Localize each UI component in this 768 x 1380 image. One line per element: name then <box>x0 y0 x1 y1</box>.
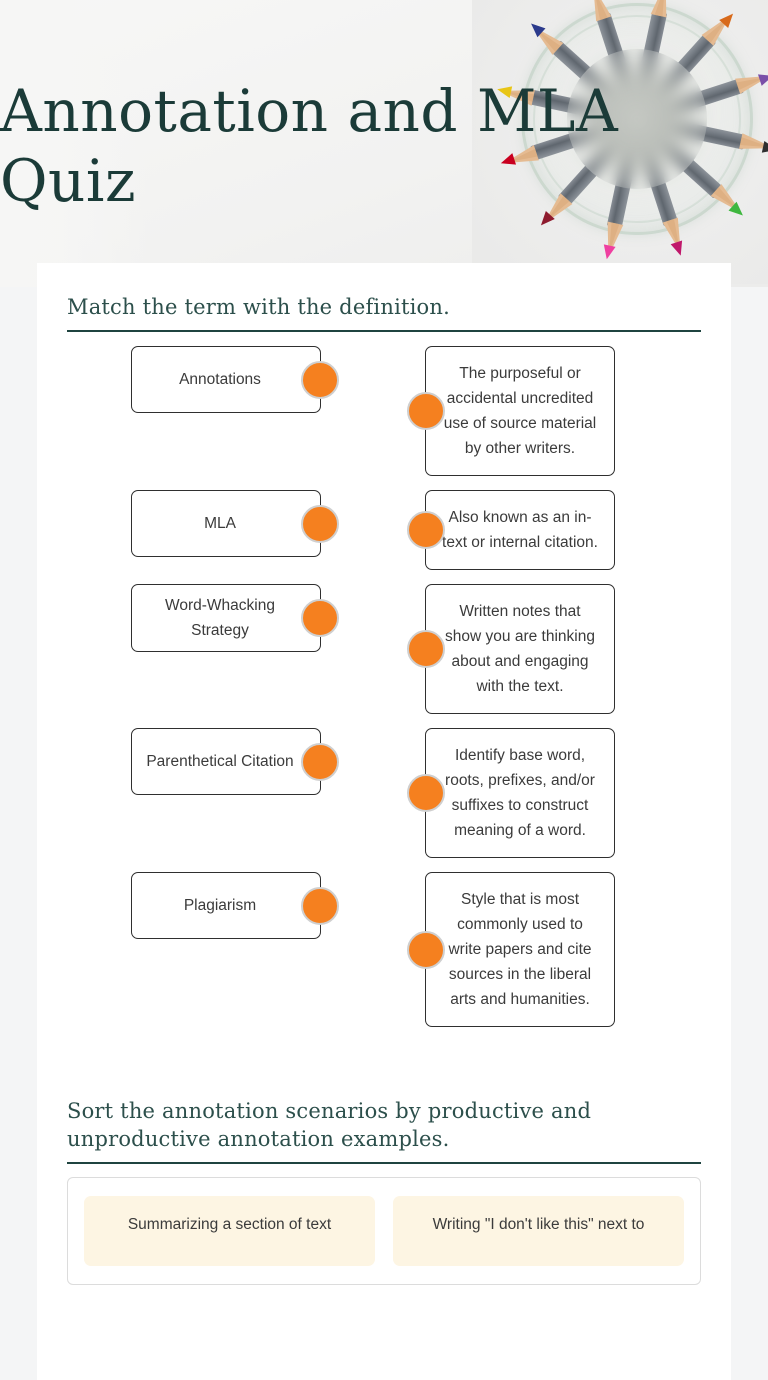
term-label: Word-Whacking Strategy <box>165 597 275 639</box>
term-connector-dot[interactable] <box>301 886 339 925</box>
match-row: Plagiarism Style that is most commonly us… <box>67 872 701 1027</box>
term-column: Annotations <box>67 346 359 413</box>
term-label: Plagiarism <box>183 897 257 914</box>
definition-card[interactable]: The purposeful or accidental uncredited … <box>407 346 615 476</box>
definition-column: Identify base word, roots, prefixes, and… <box>407 728 675 858</box>
definition-connector-dot[interactable] <box>407 930 445 969</box>
definition-text: Style that is most commonly used to writ… <box>448 891 592 1008</box>
term-card[interactable]: Plagiarism <box>131 872 339 939</box>
definition-connector-dot[interactable] <box>407 511 445 549</box>
definition-card[interactable]: Style that is most commonly used to writ… <box>407 872 615 1027</box>
definition-text: Identify base word, roots, prefixes, and… <box>445 747 595 839</box>
term-label: Annotations <box>179 371 261 388</box>
definition-connector-dot[interactable] <box>407 630 445 668</box>
definition-card[interactable]: Also known as an in-text or internal cit… <box>407 490 615 570</box>
term-column: MLA <box>67 490 359 557</box>
term-card[interactable]: MLA <box>131 490 339 557</box>
content-panel: Match the term with the definition. Anno… <box>37 263 731 1380</box>
definition-column: Style that is most commonly used to writ… <box>407 872 675 1027</box>
page-header: Annotation and MLA Quiz <box>0 0 768 287</box>
section-sort: Sort the annotation scenarios by product… <box>67 1041 701 1285</box>
definition-connector-dot[interactable] <box>407 392 445 430</box>
definition-column: Also known as an in-text or internal cit… <box>407 490 675 570</box>
term-connector-dot[interactable] <box>301 360 339 399</box>
match-row: MLA Also known as an in-text or internal … <box>67 490 701 570</box>
section-match: Match the term with the definition. Anno… <box>67 263 701 1027</box>
term-connector-dot[interactable] <box>301 599 339 637</box>
match-pairs-list: Annotations The purposeful or accidental … <box>67 340 701 1027</box>
match-row: Annotations The purposeful or accidental … <box>67 346 701 476</box>
page-title: Annotation and MLA Quiz <box>0 77 619 215</box>
term-card[interactable]: Annotations <box>131 346 339 413</box>
definition-text: The purposeful or accidental uncredited … <box>443 365 597 457</box>
term-card[interactable]: Word-Whacking Strategy <box>131 584 339 652</box>
definition-card[interactable]: Identify base word, roots, prefixes, and… <box>407 728 615 858</box>
sort-section-heading: Sort the annotation scenarios by product… <box>67 1099 592 1151</box>
sort-cards-container: Summarizing a section of text Writing "I … <box>67 1177 701 1285</box>
term-label: MLA <box>204 515 236 532</box>
term-label: Parenthetical Citation <box>146 753 294 770</box>
term-card[interactable]: Parenthetical Citation <box>131 728 339 795</box>
term-connector-dot[interactable] <box>301 742 339 781</box>
definition-text: Written notes that show you are thinking… <box>445 603 595 695</box>
match-row: Word-Whacking Strategy Written notes that… <box>67 584 701 714</box>
definition-column: The purposeful or accidental uncredited … <box>407 346 675 476</box>
definition-text: Also known as an in-text or internal cit… <box>442 509 598 551</box>
term-column: Parenthetical Citation <box>67 728 359 795</box>
sort-card-text: Summarizing a section of text <box>127 1216 332 1233</box>
sort-card-text: Writing "I don't like this" next to <box>432 1216 645 1233</box>
term-connector-dot[interactable] <box>301 504 339 543</box>
definition-connector-dot[interactable] <box>407 774 445 812</box>
definition-card[interactable]: Written notes that show you are thinking… <box>407 584 615 714</box>
definition-column: Written notes that show you are thinking… <box>407 584 675 714</box>
sort-card[interactable]: Writing "I don't like this" next to <box>393 1196 684 1266</box>
match-section-heading: Match the term with the definition. <box>67 295 450 319</box>
sort-card[interactable]: Summarizing a section of text <box>84 1196 375 1266</box>
term-column: Plagiarism <box>67 872 359 939</box>
term-column: Word-Whacking Strategy <box>67 584 359 652</box>
section-divider <box>67 330 701 332</box>
match-row: Parenthetical Citation Identify base word… <box>67 728 701 858</box>
section-divider <box>67 1162 701 1164</box>
